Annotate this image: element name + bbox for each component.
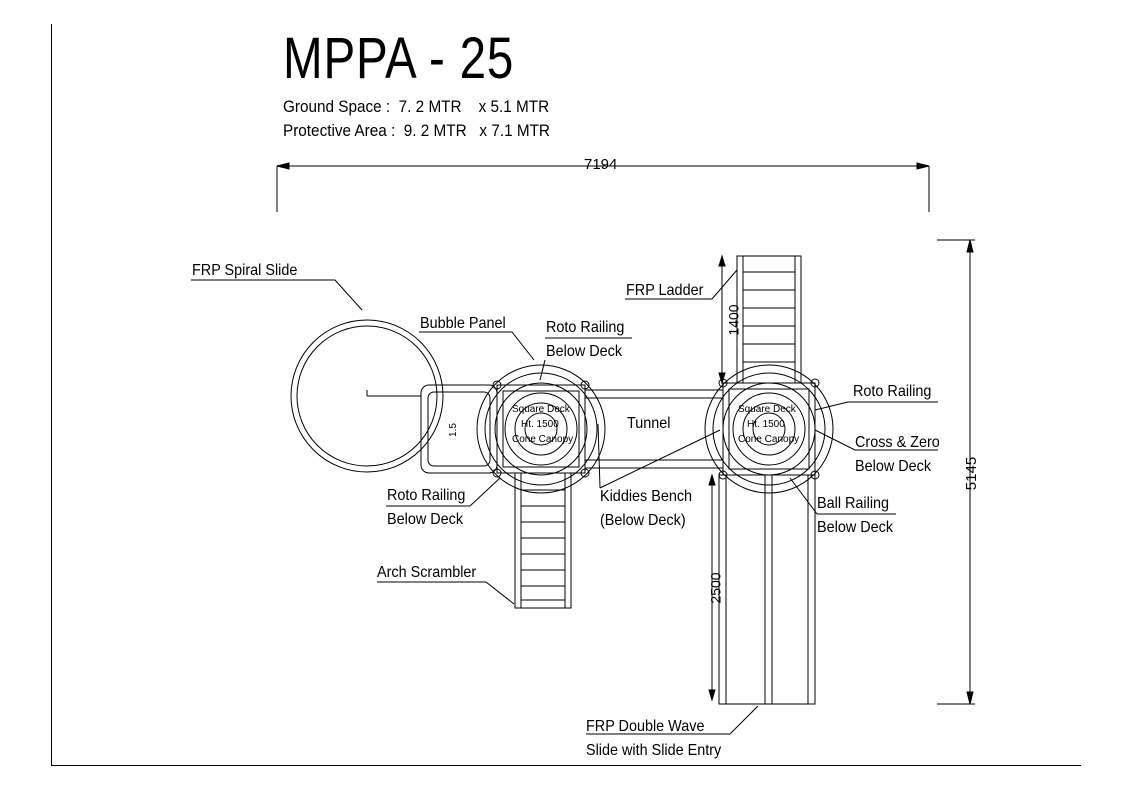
- overall-width-label: 7194: [584, 156, 618, 173]
- label-roto-railing-left: Roto Railing: [387, 487, 466, 504]
- right-deck-line2: Ht. 1500: [747, 419, 785, 430]
- leader-lines: [191, 269, 938, 735]
- height-dimension-line: [937, 239, 975, 705]
- right-deck-line3: Cone Canopy: [738, 434, 800, 445]
- tunnel: [585, 389, 723, 469]
- label-spiral-slide: FRP Spiral Slide: [192, 262, 298, 279]
- bridge-width-label: 1.5: [447, 423, 459, 437]
- label-double-wave: FRP Double Wave: [586, 718, 705, 735]
- ground-space-spec: Ground Space : 7. 2 MTR x 5.1 MTR: [283, 97, 550, 116]
- label-bubble-panel: Bubble Panel: [420, 315, 506, 332]
- label-roto-railing-left-sub: Below Deck: [387, 511, 464, 528]
- protective-area-spec: Protective Area : 9. 2 MTR x 7.1 MTR: [283, 121, 550, 140]
- label-ball-railing: Ball Railing: [817, 495, 890, 512]
- label-tunnel: Tunnel: [627, 415, 671, 432]
- right-deck-line1: Square Deck: [738, 404, 796, 415]
- sheet-border-bottom: [51, 765, 1081, 766]
- label-arch-scrambler: Arch Scrambler: [377, 564, 477, 581]
- label-roto-railing-right: Roto Railing: [853, 383, 932, 400]
- left-deck-line2: Ht. 1500: [521, 419, 559, 430]
- left-deck: [476, 364, 606, 494]
- ladder-length-label: 1400: [725, 304, 742, 336]
- page-title: MPPA - 25: [283, 26, 515, 91]
- label-frp-ladder: FRP Ladder: [626, 282, 704, 299]
- width-dimension-line: [276, 162, 930, 212]
- label-kiddies-bench-sub: (Below Deck): [600, 512, 686, 529]
- label-double-wave-sub: Slide with Slide Entry: [586, 742, 722, 759]
- slide-length-label: 2500: [707, 572, 724, 604]
- double-wave-slide: [708, 473, 816, 705]
- label-cross-zero: Cross & Zero: [855, 434, 940, 451]
- label-cross-zero-sub: Below Deck: [855, 458, 932, 475]
- label-roto-railing-top-sub: Below Deck: [546, 343, 623, 360]
- frp-ladder: [718, 254, 802, 385]
- label-kiddies-bench: Kiddies Bench: [600, 488, 693, 505]
- left-deck-line1: Square Deck: [512, 404, 570, 415]
- label-ball-railing-sub: Below Deck: [817, 519, 894, 536]
- sheet-border-left: [51, 24, 52, 766]
- arch-scrambler: [514, 472, 572, 609]
- label-roto-railing-top: Roto Railing: [546, 319, 625, 336]
- overall-height-label: 5145: [963, 456, 981, 491]
- spiral-slide: [290, 319, 444, 473]
- left-deck-line3: Cone Canopy: [512, 434, 574, 445]
